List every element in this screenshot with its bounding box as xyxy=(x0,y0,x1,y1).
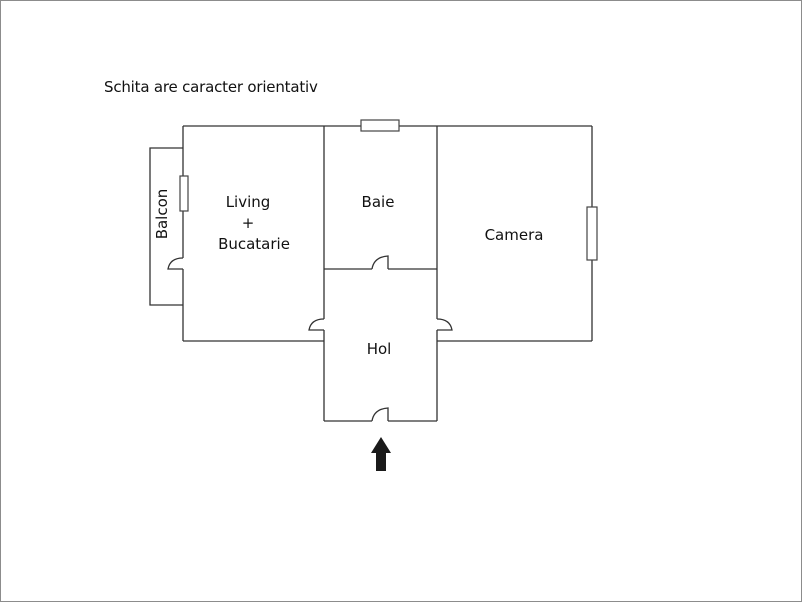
living-window xyxy=(179,175,189,212)
entrance-door xyxy=(371,407,389,422)
camera-door xyxy=(436,318,453,331)
baie-door xyxy=(371,255,389,270)
bedroom-label: Camera xyxy=(485,226,544,244)
camera-window xyxy=(586,206,598,261)
arrow-up-icon xyxy=(371,437,391,471)
hallway-label: Hol xyxy=(367,340,392,358)
living-label-line3: Bucatarie xyxy=(218,235,290,253)
living-label-line1: Living xyxy=(226,193,271,211)
living-door xyxy=(308,318,325,331)
balcony xyxy=(149,147,183,306)
baie-window xyxy=(360,119,400,132)
bathroom-label: Baie xyxy=(362,193,395,211)
disclaimer-note: Schita are caracter orientativ xyxy=(104,78,318,96)
balcony-label: Balcon xyxy=(153,189,171,240)
balcony-door xyxy=(167,257,184,270)
living-label-line2: + xyxy=(242,214,255,232)
